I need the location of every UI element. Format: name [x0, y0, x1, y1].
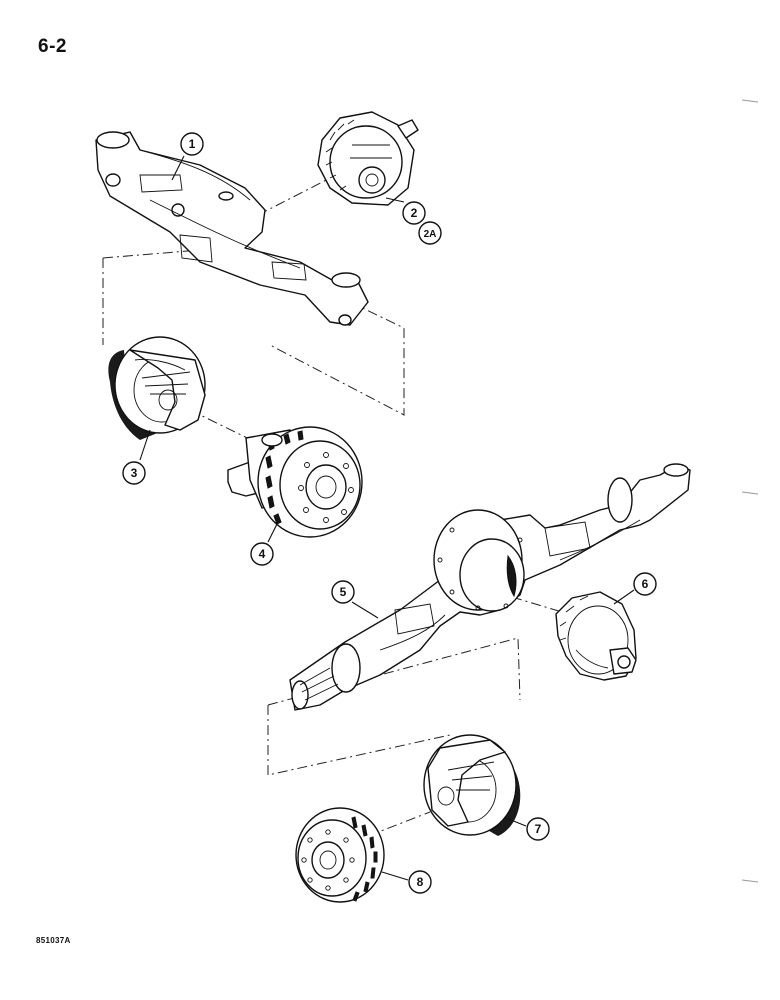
- front-hub-drum: [227, 426, 363, 538]
- callout-8: 8: [417, 875, 424, 889]
- callout-5: 5: [340, 585, 347, 599]
- page-number: 6-2: [38, 36, 67, 57]
- callout-1: 1: [189, 137, 196, 151]
- rear-axle-housing: [289, 463, 691, 711]
- rear-differential: [555, 591, 637, 681]
- front-axle-housing: [95, 131, 369, 326]
- front-brake-shoes: [108, 336, 206, 440]
- callout-2a: 2A: [424, 229, 437, 240]
- figure-code: 851037A: [36, 936, 71, 945]
- rear-brake-drum: [295, 807, 385, 903]
- callouts: 1 2 2A 3 4 5 6 7 8: [122, 132, 657, 894]
- callout-2: 2: [411, 206, 418, 220]
- callout-3: 3: [131, 466, 138, 480]
- margin-marks: [741, 99, 759, 883]
- callout-7: 7: [535, 822, 542, 836]
- rear-brake-shoes: [423, 734, 521, 836]
- front-differential: [317, 111, 419, 206]
- callout-4: 4: [259, 547, 266, 561]
- callout-6: 6: [642, 577, 649, 591]
